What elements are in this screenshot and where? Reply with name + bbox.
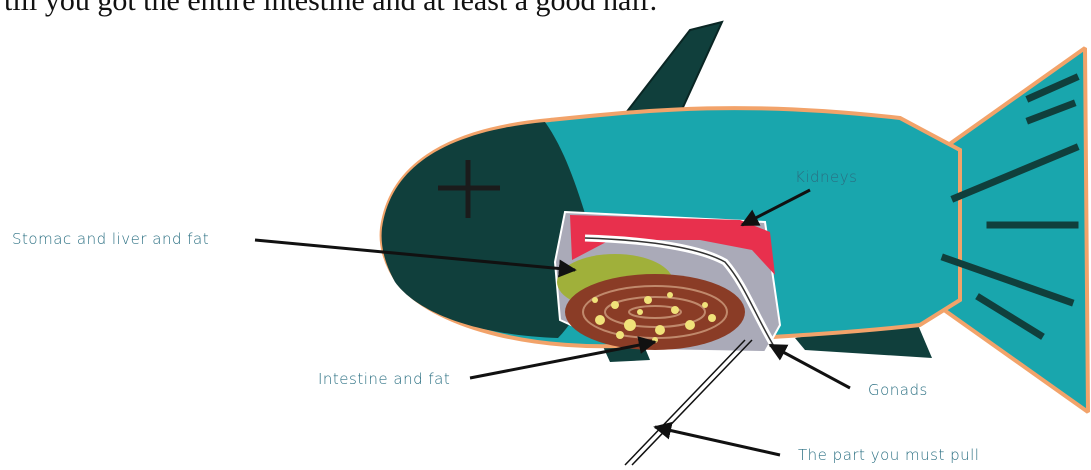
- pull-arrow: [655, 427, 780, 455]
- label-stomach: Stomac and liver and fat: [12, 230, 209, 248]
- label-kidneys: Kidneys: [795, 168, 857, 186]
- label-gonads: Gonads: [868, 381, 928, 399]
- label-intestine: Intestine and fat: [318, 370, 450, 388]
- label-pull: The part you must pull: [798, 446, 979, 464]
